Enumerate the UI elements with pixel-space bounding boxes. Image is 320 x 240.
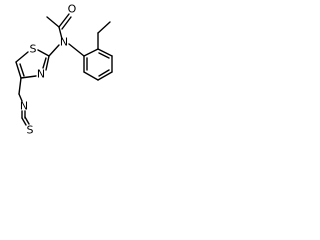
bond-phenyl-c2-c3-inner (98, 52, 110, 59)
bond-phenyl-c5-c6 (83, 71, 99, 81)
ring-sulfur-atom-label: S (30, 43, 37, 56)
bond-phenyl-c1-c2 (83, 48, 99, 57)
bond-amide-n-thiazole (48, 44, 60, 57)
bond-phenyl-c2-c3 (97, 48, 113, 57)
bonds (15, 13, 113, 126)
ring-nitrogen-atom-label: N (37, 68, 45, 81)
bond-carbonyl-amide-n (58, 26, 63, 40)
amide-nitrogen-atom-label: N (60, 36, 68, 49)
bond-c4-ch2 (18, 77, 22, 95)
bond-amide-n-phenyl (68, 43, 85, 57)
bond-thiazole-c2-s1 (37, 49, 50, 57)
isothiocyanate-sulfur-atom-label: S (27, 124, 34, 137)
bond-ethyl-ch2-ch3 (97, 21, 111, 34)
bond-thiazole-c5-c4 (15, 61, 22, 79)
bond-thiazole-n3-c2 (45, 55, 50, 71)
bond-carbonyl-oxygen-double (61, 16, 72, 30)
bond-thiazole-n3-c2-double (42, 57, 47, 69)
bond-methyl-carbonyl (46, 16, 60, 28)
bond-carbonyl-oxygen (58, 13, 70, 28)
chemical-structure-diagram: O N S N N S (15, 3, 113, 137)
bond-ch2-ncs-n (18, 93, 23, 102)
bond-phenyl-c4-c5-inner (98, 69, 110, 77)
bond-thiazole-c5-c4-double (19, 63, 25, 77)
oxygen-atom-label: O (68, 3, 77, 16)
bond-thiazole-c4-n3 (20, 75, 37, 79)
bond-phenyl-c4-c5 (97, 71, 113, 81)
bond-ncs-c-s-double (24, 116, 30, 125)
atom-labels: O N S N N S (20, 3, 77, 137)
bond-thiazole-s1-c5 (15, 51, 29, 63)
bond-ncs-c-s (21, 117, 27, 126)
isothiocyanate-nitrogen-atom-label: N (20, 100, 28, 113)
